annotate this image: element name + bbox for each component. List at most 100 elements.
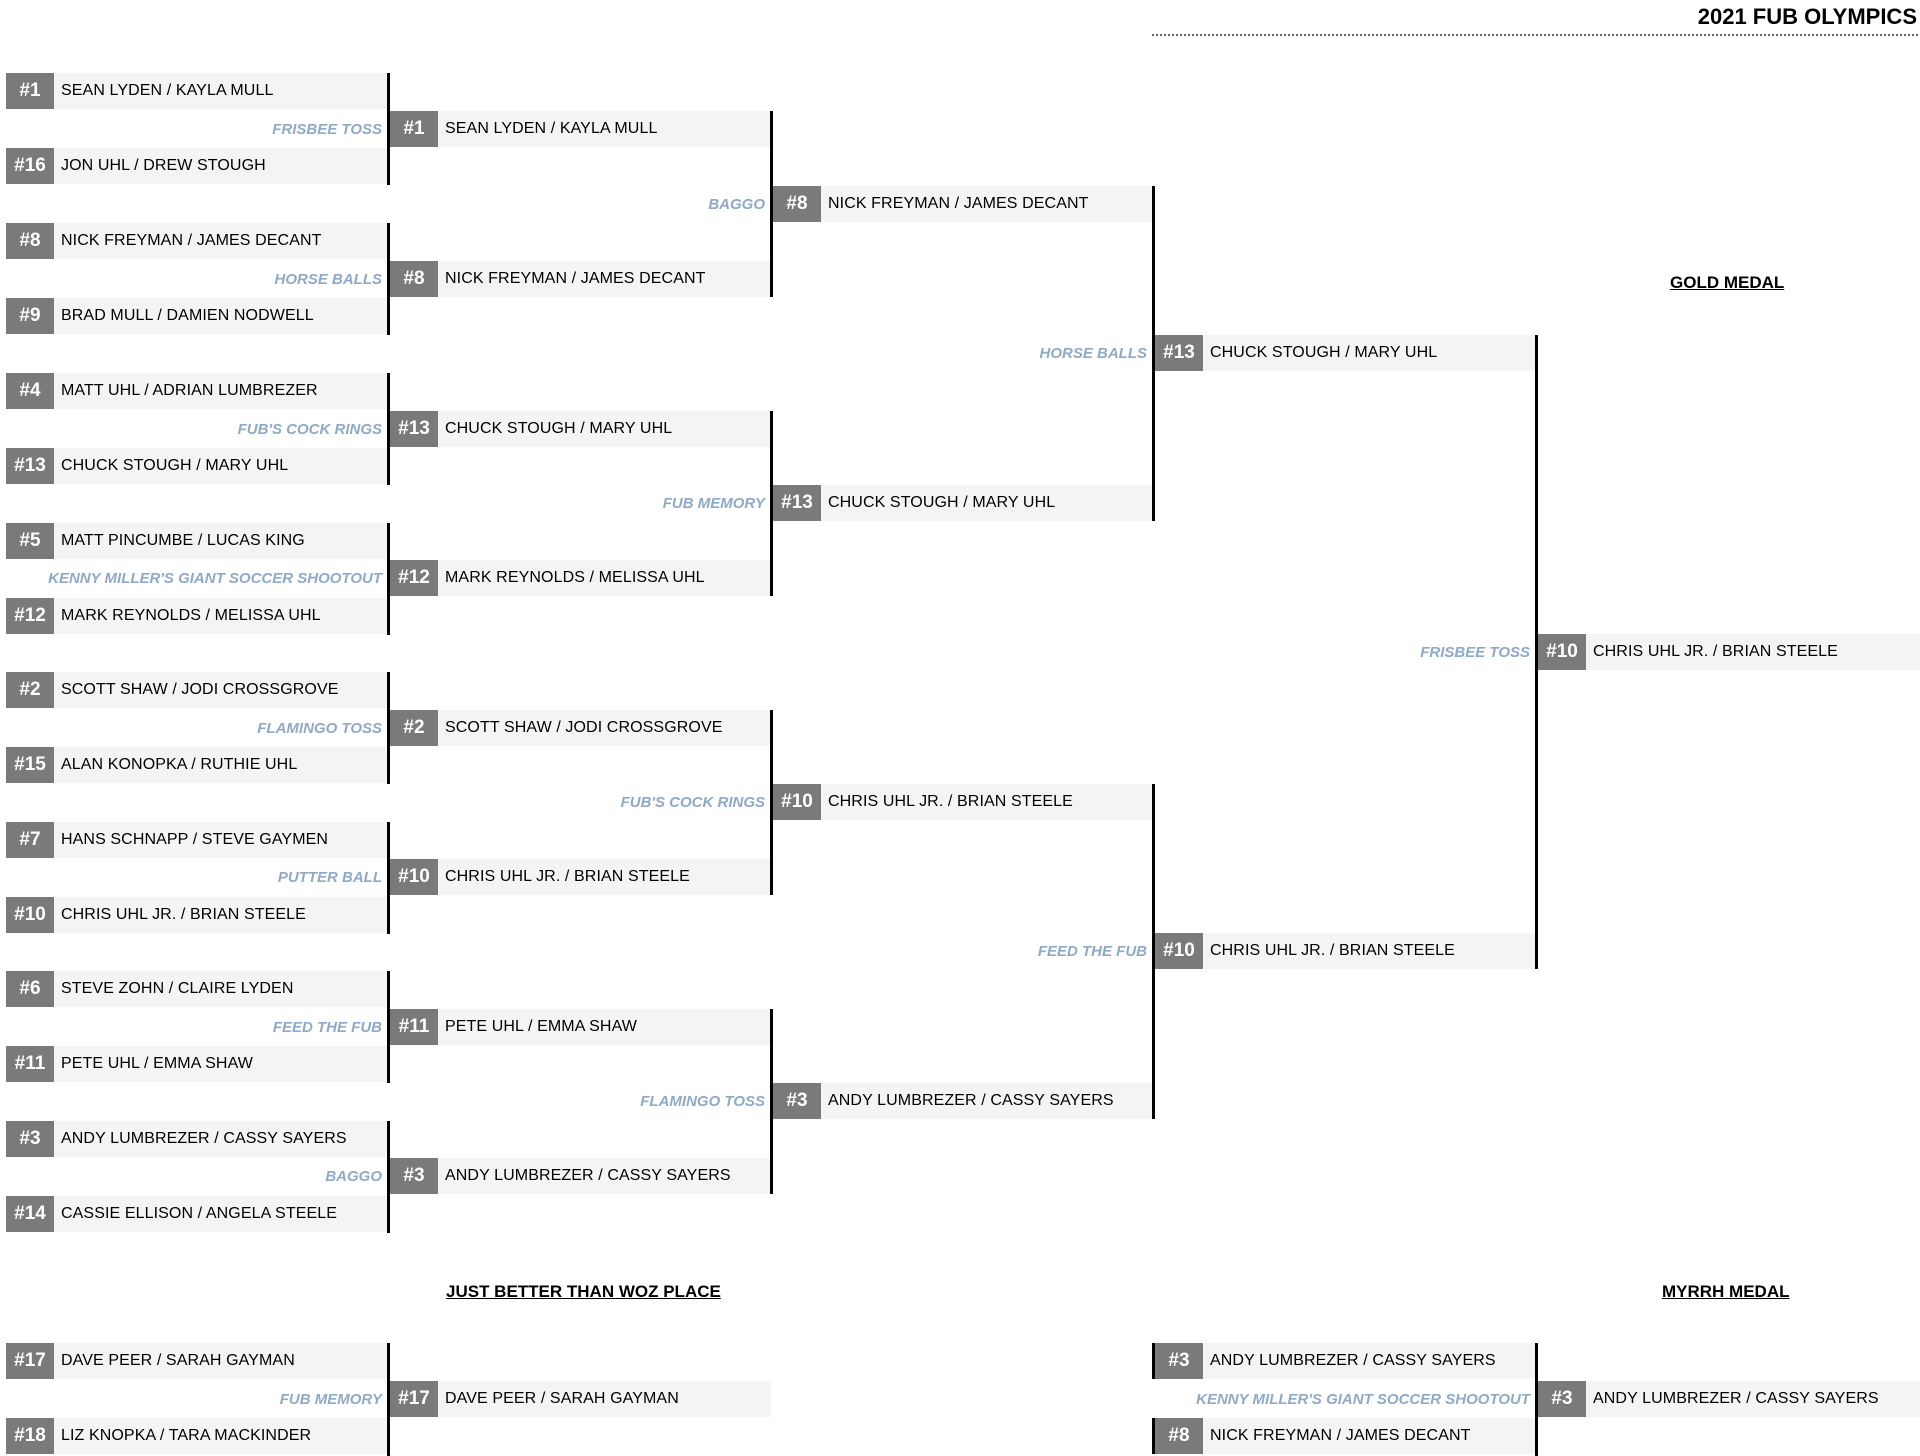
team-name: ANDY LUMBREZER / CASSY SAYERS <box>1210 1352 1496 1369</box>
seed-badge: #15 <box>6 747 54 783</box>
bracket-line <box>770 710 773 895</box>
bracket-line <box>387 971 390 1083</box>
myrrh-slot: #8 NICK FREYMAN / JAMES DECANT <box>1155 1418 1536 1454</box>
seed-badge: #4 <box>6 373 54 409</box>
page-title: 2021 FUB OLYMPICS <box>1697 4 1917 29</box>
bracket-line <box>387 373 390 485</box>
bracket-line <box>1535 1343 1538 1456</box>
team-name: SEAN LYDEN / KAYLA MULL <box>445 120 658 137</box>
bracket-line <box>387 1343 390 1456</box>
seed-badge: #1 <box>6 73 54 109</box>
r3-slot: #8 NICK FREYMAN / JAMES DECANT <box>773 186 1154 222</box>
bracket-line <box>770 1009 773 1194</box>
game-label: FLAMINGO TOSS <box>640 1092 765 1110</box>
bracket-line <box>770 111 773 297</box>
seed-badge: #13 <box>6 448 54 484</box>
team-name: MATT UHL / ADRIAN LUMBREZER <box>61 382 318 399</box>
team-name: CHRIS UHL JR. / BRIAN STEELE <box>61 906 306 923</box>
r1-slot: #1 SEAN LYDEN / KAYLA MULL <box>6 73 388 109</box>
team-name: DAVE PEER / SARAH GAYMAN <box>445 1390 679 1407</box>
bracket-line <box>387 822 390 934</box>
team-name: CHRIS UHL JR. / BRIAN STEELE <box>1210 942 1455 959</box>
seed-badge: #12 <box>390 560 438 596</box>
r2-slot: #12 MARK REYNOLDS / MELISSA UHL <box>390 560 771 596</box>
seed-badge: #11 <box>390 1009 438 1045</box>
game-label: FUB MEMORY <box>662 494 765 512</box>
game-label: KENNY MILLER'S GIANT SOCCER SHOOTOUT <box>48 569 382 587</box>
myrrh-slot: #3 ANDY LUMBREZER / CASSY SAYERS <box>1155 1343 1536 1379</box>
team-name: NICK FREYMAN / JAMES DECANT <box>828 195 1089 212</box>
seed-badge: #9 <box>6 298 54 334</box>
bracket-line <box>1152 784 1155 1119</box>
woz-winner-slot: #17 DAVE PEER / SARAH GAYMAN <box>390 1381 771 1417</box>
seed-badge: #11 <box>6 1046 54 1082</box>
team-name: ANDY LUMBREZER / CASSY SAYERS <box>445 1167 731 1184</box>
team-name: JON UHL / DREW STOUGH <box>61 157 266 174</box>
seed-badge: #8 <box>6 223 54 259</box>
seed-badge: #8 <box>773 186 821 222</box>
bracket-line <box>387 223 390 335</box>
seed-badge: #5 <box>6 523 54 559</box>
r2-slot: #1 SEAN LYDEN / KAYLA MULL <box>390 111 771 147</box>
r1-slot: #14 CASSIE ELLISON / ANGELA STEELE <box>6 1196 388 1232</box>
game-label: FEED THE FUB <box>1037 942 1147 960</box>
r2-slot: #3 ANDY LUMBREZER / CASSY SAYERS <box>390 1158 771 1194</box>
game-label: HORSE BALLS <box>1039 344 1147 362</box>
seed-badge: #14 <box>6 1196 54 1232</box>
gold-medal-header: GOLD MEDAL <box>1670 273 1785 292</box>
game-label: PUTTER BALL <box>277 868 382 886</box>
bracket-line <box>1152 1418 1155 1454</box>
seed-badge: #3 <box>773 1083 821 1119</box>
team-name: MARK REYNOLDS / MELISSA UHL <box>61 607 321 624</box>
game-label: FLAMINGO TOSS <box>257 719 382 737</box>
team-name: CHRIS UHL JR. / BRIAN STEELE <box>828 793 1073 810</box>
team-name: MARK REYNOLDS / MELISSA UHL <box>445 569 705 586</box>
team-name: NICK FREYMAN / JAMES DECANT <box>1210 1427 1471 1444</box>
seed-badge: #3 <box>6 1121 54 1157</box>
seed-badge: #3 <box>390 1158 438 1194</box>
seed-badge: #3 <box>1155 1343 1203 1379</box>
seed-badge: #10 <box>6 897 54 933</box>
bracket-line <box>1152 186 1155 521</box>
seed-badge: #13 <box>390 411 438 447</box>
team-name: ANDY LUMBREZER / CASSY SAYERS <box>1593 1390 1879 1407</box>
seed-badge: #17 <box>390 1381 438 1417</box>
team-name: ALAN KONOPKA / RUTHIE UHL <box>61 756 298 773</box>
myrrh-medal-header: MYRRH MEDAL <box>1662 1282 1790 1301</box>
r1-slot: #3 ANDY LUMBREZER / CASSY SAYERS <box>6 1121 388 1157</box>
woz-place-header: JUST BETTER THAN WOZ PLACE <box>446 1282 721 1301</box>
team-name: CHUCK STOUGH / MARY UHL <box>828 494 1056 511</box>
bracket-line <box>387 73 390 185</box>
team-name: CHUCK STOUGH / MARY UHL <box>1210 344 1438 361</box>
seed-badge: #10 <box>390 859 438 895</box>
team-name: SEAN LYDEN / KAYLA MULL <box>61 82 274 99</box>
team-name: SCOTT SHAW / JODI CROSSGROVE <box>61 681 339 698</box>
bracket-line <box>1535 335 1538 969</box>
team-name: ANDY LUMBREZER / CASSY SAYERS <box>61 1130 347 1147</box>
team-name: DAVE PEER / SARAH GAYMAN <box>61 1352 295 1369</box>
team-name: ANDY LUMBREZER / CASSY SAYERS <box>828 1092 1114 1109</box>
team-name: CASSIE ELLISON / ANGELA STEELE <box>61 1205 338 1222</box>
team-name: HANS SCHNAPP / STEVE GAYMEN <box>61 831 329 848</box>
game-label: FUB MEMORY <box>279 1390 382 1408</box>
seed-badge: #1 <box>390 111 438 147</box>
seed-badge: #8 <box>1155 1418 1203 1454</box>
game-label: FRISBEE TOSS <box>1420 643 1530 661</box>
team-name: LIZ KNOPKA / TARA MACKINDER <box>61 1427 312 1444</box>
